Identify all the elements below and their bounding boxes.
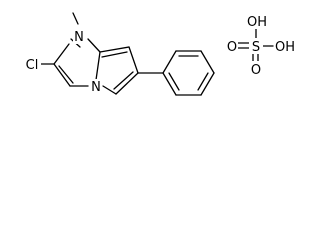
bond-c7a-n4 (95, 51, 101, 81)
bond-c6-c5-double (113, 71, 134, 90)
atom-oh-right-label: OH (275, 40, 295, 55)
bond-c7-c6 (128, 46, 139, 74)
atom-oh-top-label: OH (247, 15, 267, 30)
bond-c7a-c7 (99, 46, 130, 53)
bond-c6-c5 (115, 72, 139, 95)
phenyl-bond-1 (162, 50, 177, 74)
bond-n1-c7a (87, 38, 101, 53)
bond-c5-n4 (102, 85, 117, 95)
bond-c2-c3-double (58, 65, 74, 84)
atom-n4-label: N (91, 80, 101, 95)
chemical-structure-diagram: N N Cl S OH OH O O (23, 12, 296, 96)
phenyl-bond-4 (200, 72, 215, 96)
atom-o-bottom-label: O (251, 63, 261, 78)
phenyl-bond-3 (200, 50, 215, 74)
atom-s-label: S (252, 40, 260, 55)
atom-cl-label: Cl (26, 58, 39, 73)
structure-canvas: N N Cl S OH OH O O (0, 0, 305, 124)
phenyl-bond-6 (162, 72, 177, 96)
atom-n1-label: N (74, 30, 84, 45)
bond-c2-c3 (53, 63, 71, 87)
phenyl-bond-6-inner (168, 72, 180, 91)
phenyl-bond-4-inner (197, 72, 209, 91)
methyl-bond (72, 12, 79, 25)
bond-c7a-c7-double (101, 51, 128, 58)
atom-o-left-label: O (227, 40, 237, 55)
bond-c2-n1b (53, 43, 70, 65)
